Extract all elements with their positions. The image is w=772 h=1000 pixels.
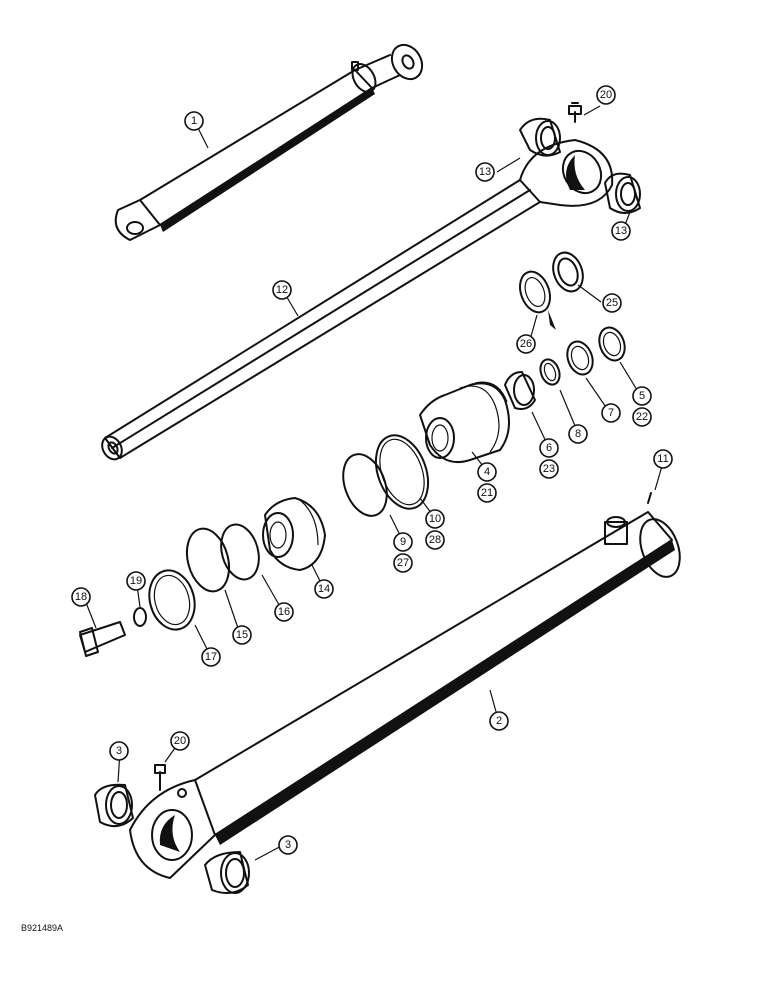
callout-14: 14: [314, 579, 334, 599]
callout-3-right: 3: [278, 835, 298, 855]
svg-text:5: 5: [639, 390, 645, 402]
svg-text:10: 10: [429, 513, 441, 525]
piston-part: [79, 497, 326, 657]
callout-26: 26: [516, 334, 536, 354]
svg-text:23: 23: [543, 463, 555, 475]
callout-bubbles: 1 20 13 13 12 25 26 5 22 7 8 6 23 4 21 1…: [71, 85, 673, 855]
svg-text:26: 26: [520, 338, 532, 350]
piston-rod-part: [101, 102, 614, 461]
svg-text:1: 1: [191, 115, 197, 127]
svg-text:3: 3: [285, 839, 291, 851]
callout-8: 8: [568, 424, 588, 444]
figure-id: B921489A: [21, 923, 63, 933]
bushing-part: [604, 172, 641, 214]
callout-17: 17: [201, 647, 221, 667]
callout-15: 15: [232, 625, 252, 645]
o-rings-middle: [342, 434, 430, 517]
callout-4: 4: [477, 462, 497, 482]
callout-21: 21: [477, 483, 497, 503]
callout-2: 2: [489, 711, 509, 731]
callout-25: 25: [602, 293, 622, 313]
callout-12: 12: [272, 280, 292, 300]
callout-7: 7: [601, 403, 621, 423]
svg-text:18: 18: [75, 591, 87, 603]
callout-5: 5: [632, 386, 652, 406]
callout-6: 6: [539, 438, 559, 458]
callout-16: 16: [274, 602, 294, 622]
callout-28: 28: [425, 530, 445, 550]
callout-13-left: 13: [475, 162, 495, 182]
callout-19: 19: [126, 571, 146, 591]
callout-10: 10: [425, 509, 445, 529]
svg-text:20: 20: [600, 89, 612, 101]
callout-1: 1: [184, 111, 204, 131]
callout-11: 11: [653, 449, 673, 469]
callout-9: 9: [393, 532, 413, 552]
svg-text:12: 12: [276, 284, 288, 296]
svg-text:3: 3: [116, 745, 122, 757]
svg-text:21: 21: [481, 487, 493, 499]
callout-18: 18: [71, 587, 91, 607]
callout-3-left: 3: [109, 741, 129, 761]
callout-20-top: 20: [596, 85, 616, 105]
seal-rings-upper: [504, 251, 626, 410]
gland-part: [419, 381, 510, 464]
callout-22: 22: [632, 407, 652, 427]
svg-text:27: 27: [397, 557, 409, 569]
bushing-part: [94, 783, 134, 828]
svg-text:22: 22: [636, 411, 648, 423]
bushing-part: [519, 117, 561, 157]
svg-text:17: 17: [205, 651, 217, 663]
svg-text:14: 14: [318, 583, 330, 595]
svg-text:2: 2: [496, 715, 502, 727]
svg-text:19: 19: [130, 575, 142, 587]
svg-text:13: 13: [615, 225, 627, 237]
barrel-part: [129, 492, 681, 879]
svg-text:4: 4: [484, 466, 490, 478]
svg-text:15: 15: [236, 629, 248, 641]
assembled-cylinder-part: [114, 43, 424, 241]
callout-20-bottom: 20: [170, 731, 190, 751]
callout-13-right: 13: [611, 221, 631, 241]
svg-text:13: 13: [479, 166, 491, 178]
svg-text:7: 7: [608, 407, 614, 419]
svg-text:11: 11: [657, 453, 668, 465]
bushing-part: [204, 851, 250, 895]
svg-text:9: 9: [400, 536, 406, 548]
svg-text:16: 16: [278, 606, 290, 618]
svg-text:28: 28: [429, 534, 441, 546]
callout-23: 23: [539, 459, 559, 479]
svg-text:20: 20: [174, 735, 186, 747]
callout-27: 27: [393, 553, 413, 573]
svg-text:6: 6: [546, 442, 552, 454]
svg-text:8: 8: [575, 428, 581, 440]
svg-text:25: 25: [606, 297, 618, 309]
